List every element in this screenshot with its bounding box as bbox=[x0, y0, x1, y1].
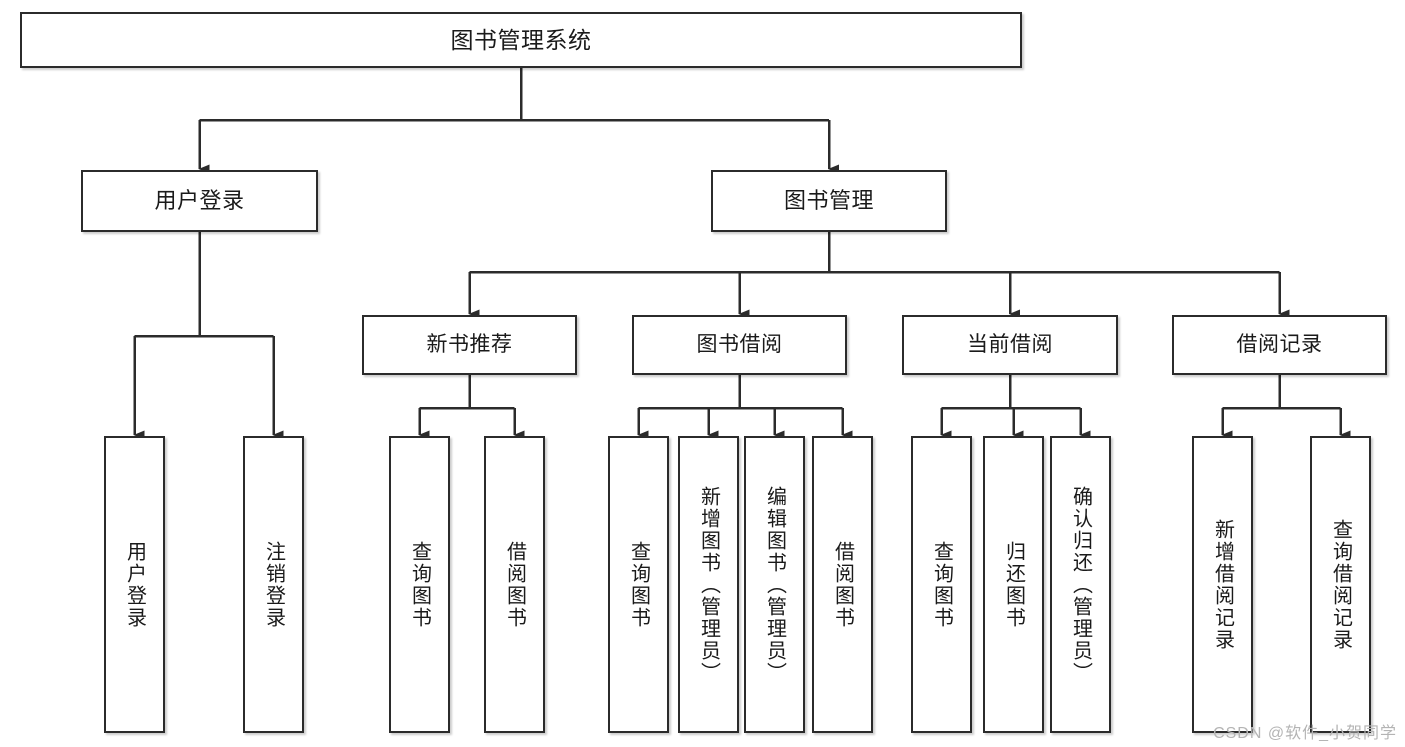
node-box-n-borrow[interactable]: 图书借阅 bbox=[632, 315, 847, 375]
node-box-l-rec-2[interactable]: 查询借阅记录 bbox=[1310, 436, 1371, 733]
node-label-l-login-1: 用户登录 bbox=[123, 540, 146, 629]
node-box-l-rec-1[interactable]: 新增借阅记录 bbox=[1192, 436, 1253, 733]
node-box-l-cur-1[interactable]: 查询图书 bbox=[911, 436, 972, 733]
node-box-l-cur-2[interactable]: 归还图书 bbox=[983, 436, 1044, 733]
node-label-l-cur-2: 归还图书 bbox=[1002, 540, 1025, 629]
node-label-n-books: 图书管理 bbox=[783, 187, 874, 213]
node-label-l-rec-1: 新增借阅记录 bbox=[1211, 518, 1234, 651]
node-label-n-newbook: 新书推荐 bbox=[426, 333, 513, 357]
node-box-n-newbook[interactable]: 新书推荐 bbox=[362, 315, 577, 375]
node-label-l-bor-2: 新增图书（管理员） bbox=[697, 485, 720, 684]
node-box-l-login-1[interactable]: 用户登录 bbox=[104, 436, 165, 733]
node-label-l-bor-4: 借阅图书 bbox=[831, 540, 854, 629]
node-label-l-login-2: 注销登录 bbox=[262, 540, 285, 629]
node-box-l-bor-4[interactable]: 借阅图书 bbox=[812, 436, 873, 733]
node-label-l-cur-3: 确认归还（管理员） bbox=[1069, 485, 1092, 684]
connector-layer bbox=[133, 68, 1351, 440]
node-label-l-new-2: 借阅图书 bbox=[503, 540, 526, 629]
node-box-n-login[interactable]: 用户登录 bbox=[81, 170, 318, 232]
node-box-l-cur-3[interactable]: 确认归还（管理员） bbox=[1050, 436, 1111, 733]
node-label-n-borrow: 图书借阅 bbox=[696, 333, 783, 357]
node-label-l-rec-2: 查询借阅记录 bbox=[1329, 518, 1352, 651]
node-box-n-books[interactable]: 图书管理 bbox=[711, 170, 947, 232]
node-box-l-bor-1[interactable]: 查询图书 bbox=[608, 436, 669, 733]
node-label-l-bor-3: 编辑图书（管理员） bbox=[763, 485, 786, 684]
node-box-n-current[interactable]: 当前借阅 bbox=[902, 315, 1118, 375]
node-label-l-new-1: 查询图书 bbox=[408, 540, 431, 629]
node-box-l-bor-2[interactable]: 新增图书（管理员） bbox=[678, 436, 739, 733]
node-label-n-current: 当前借阅 bbox=[967, 333, 1053, 357]
node-box-l-new-2[interactable]: 借阅图书 bbox=[484, 436, 545, 733]
node-box-n-record[interactable]: 借阅记录 bbox=[1172, 315, 1387, 375]
node-label-n-record: 借阅记录 bbox=[1236, 333, 1323, 357]
node-label-l-bor-1: 查询图书 bbox=[627, 540, 650, 629]
node-box-l-login-2[interactable]: 注销登录 bbox=[243, 436, 304, 733]
node-box-l-new-1[interactable]: 查询图书 bbox=[389, 436, 450, 733]
node-label-l-cur-1: 查询图书 bbox=[930, 540, 953, 629]
node-box-l-bor-3[interactable]: 编辑图书（管理员） bbox=[744, 436, 805, 733]
node-label-n-login: 用户登录 bbox=[154, 187, 245, 213]
node-box-root[interactable]: 图书管理系统 bbox=[20, 12, 1022, 68]
node-label-root: 图书管理系统 bbox=[450, 26, 592, 53]
